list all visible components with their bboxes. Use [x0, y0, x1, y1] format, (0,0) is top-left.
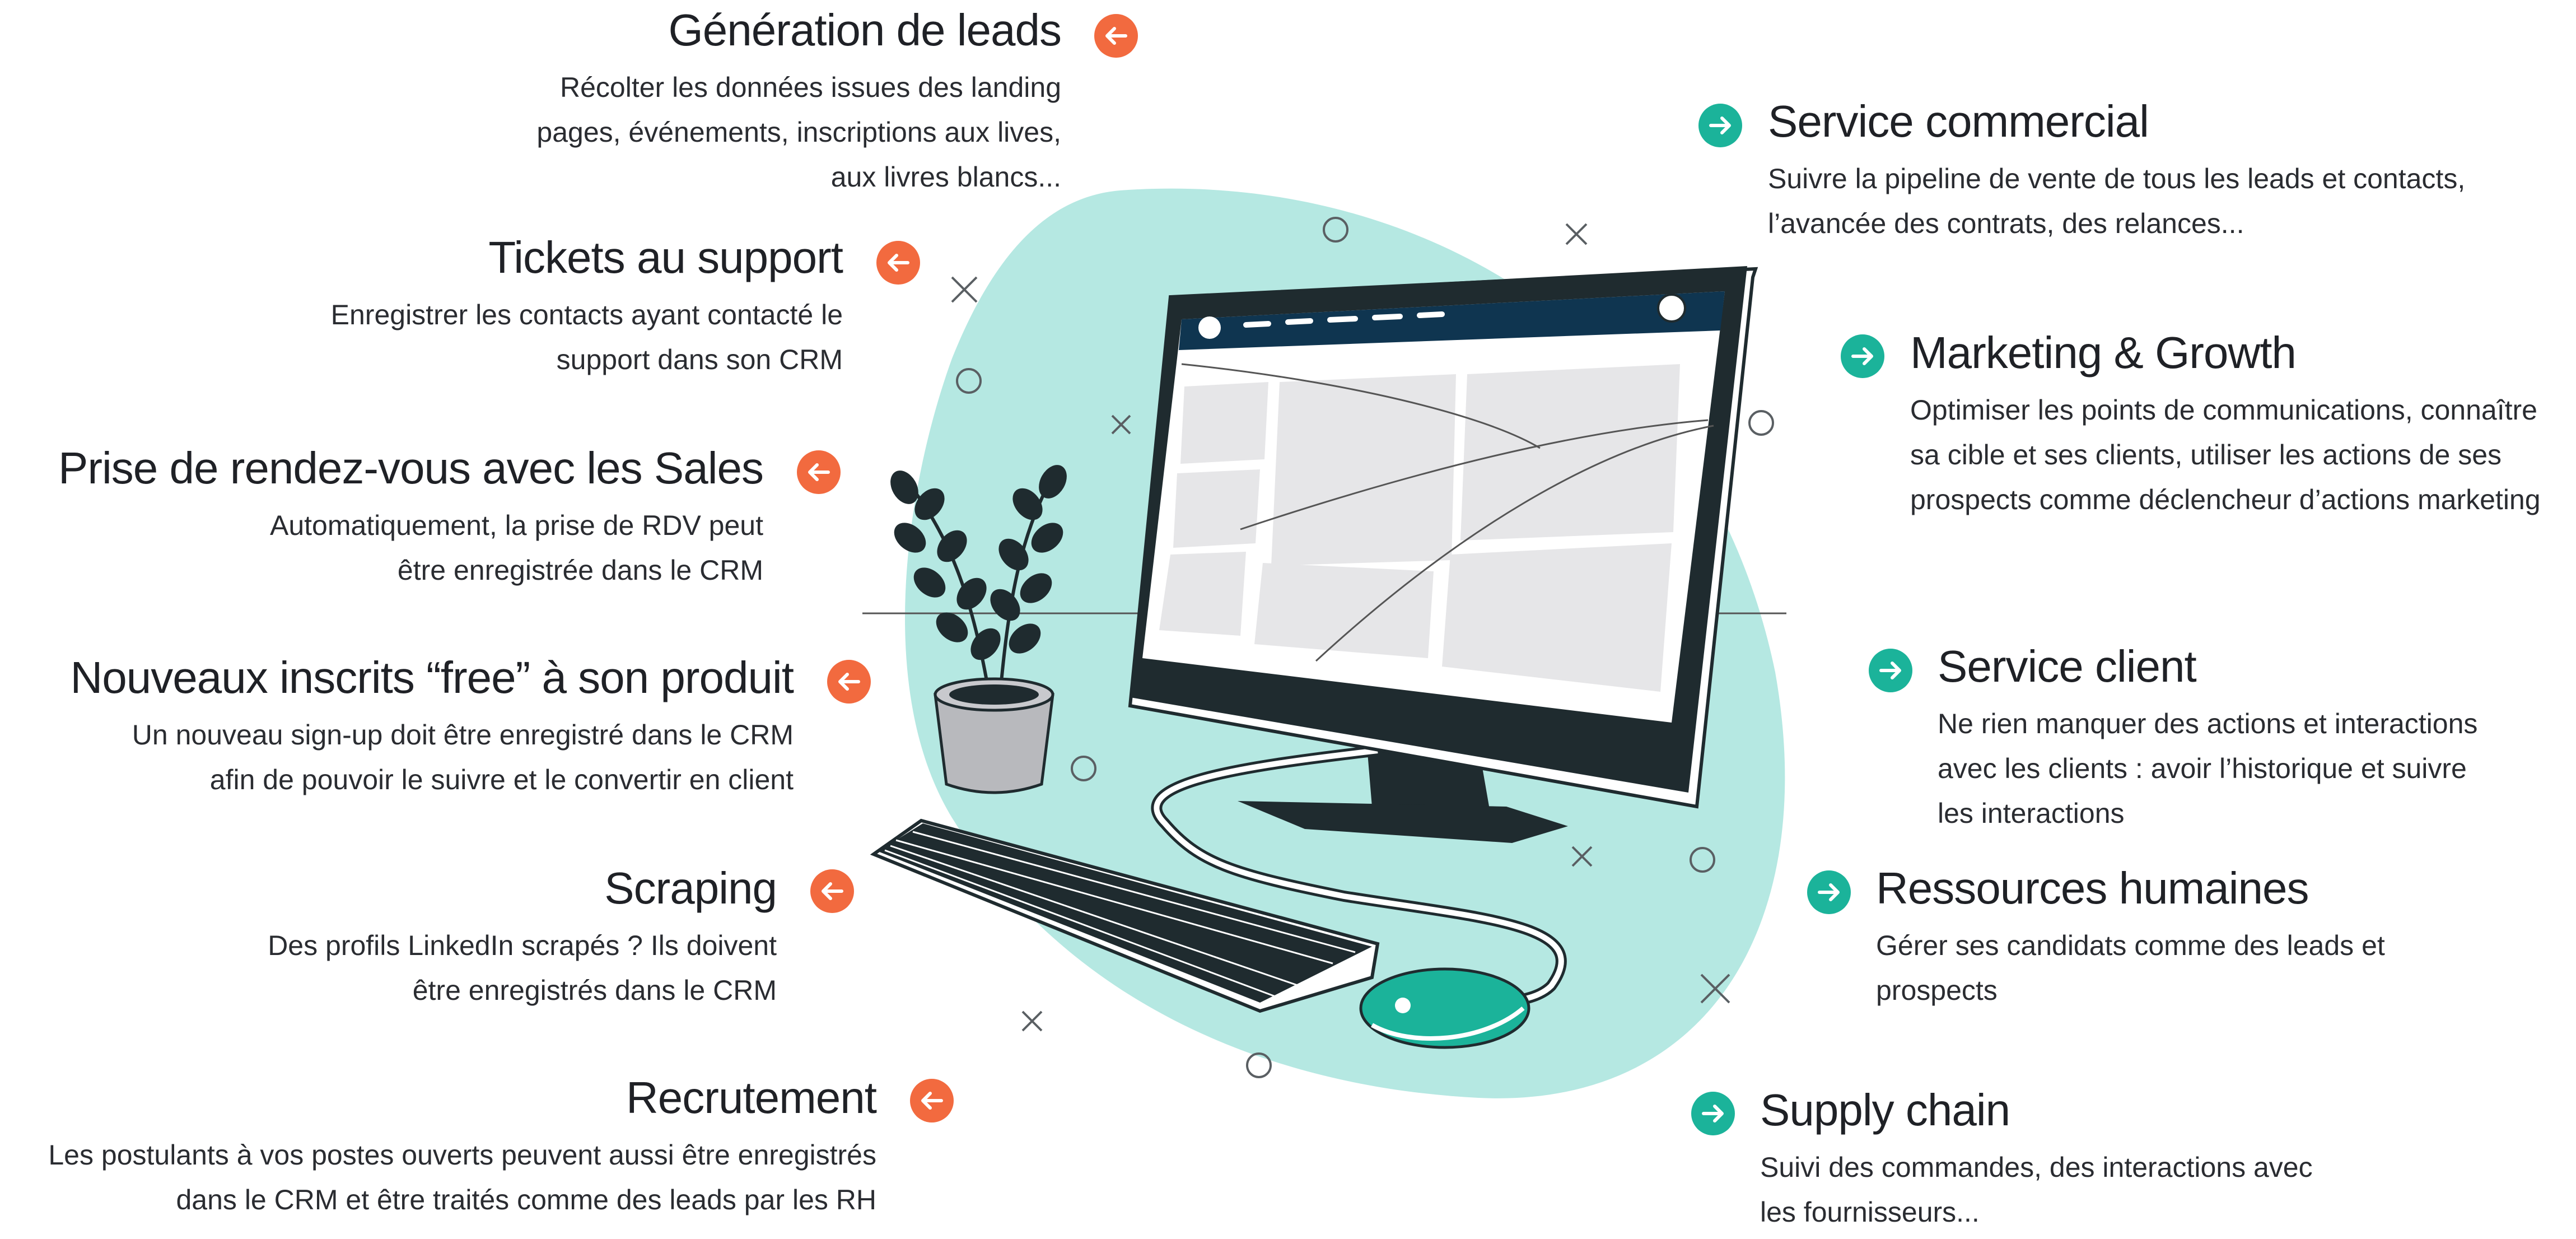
- desc-line: afin de pouvoir le suivre et le converti…: [209, 764, 794, 795]
- arrow-right-icon: [1691, 1092, 1735, 1135]
- desc-line: prospects: [1876, 975, 1998, 1006]
- arrow-left-icon: [797, 450, 841, 494]
- right-item-title: Service client: [1938, 641, 2197, 691]
- desc-line: être enregistrés dans le CRM: [412, 975, 777, 1006]
- right-item-title: Ressources humaines: [1876, 863, 2309, 913]
- keyboard: [870, 818, 1380, 1013]
- desc-line: sa cible et ses clients, utiliser les ac…: [1910, 439, 2502, 471]
- desc-line: dans le CRM et être traités comme des le…: [176, 1184, 877, 1215]
- decor-shapes: [951, 217, 1774, 1078]
- left-item-title: Prise de rendez-vous avec les Sales: [58, 443, 764, 493]
- plant-illustration: [890, 465, 1067, 794]
- left-item-description: Les postulants à vos postes ouverts peuv…: [48, 1133, 876, 1222]
- desc-line: prospects comme déclencheur d’actions ma…: [1910, 484, 2541, 515]
- left-item-title: Génération de leads: [668, 5, 1062, 55]
- right-item-marketing-growth: Marketing & Growth Optimiser les points …: [1910, 329, 2541, 522]
- left-item-description: Un nouveau sign-up doit être enregistré …: [71, 712, 794, 802]
- desc-line: Optimiser les points de communications, …: [1910, 394, 2537, 426]
- arrow-left-icon: [810, 869, 854, 913]
- left-item-scraping: Scraping Des profils LinkedIn scrapés ? …: [268, 865, 777, 1013]
- right-item-service-client: Service client Ne rien manquer des actio…: [1938, 643, 2477, 836]
- arrow-left-icon: [876, 241, 920, 285]
- left-item-nouveaux-inscrits: Nouveaux inscrits “free” à son produit U…: [71, 654, 794, 802]
- desc-line: Les postulants à vos postes ouverts peuv…: [48, 1139, 876, 1171]
- right-item-title: Marketing & Growth: [1910, 328, 2297, 378]
- arrow-right-icon: [1807, 870, 1851, 914]
- left-item-description: Des profils LinkedIn scrapés ? Ils doive…: [268, 923, 777, 1013]
- arrow-right-icon: [1698, 104, 1742, 147]
- right-item-title: Service commercial: [1768, 96, 2149, 146]
- left-item-prise-rdv: Prise de rendez-vous avec les Sales Auto…: [58, 443, 764, 593]
- left-item-tickets-support: Tickets au support Enregistrer les conta…: [331, 234, 843, 382]
- desc-line: Enregistrer les contacts ayant contacté …: [330, 299, 843, 330]
- monitor: [1128, 266, 1758, 809]
- desc-line: Récolter les données issues des landing: [560, 72, 1061, 103]
- desc-line: pages, événements, inscriptions aux live…: [536, 117, 1061, 148]
- left-item-title: Tickets au support: [488, 232, 843, 282]
- right-item-description: Suivre la pipeline de vente de tous les …: [1768, 156, 2465, 246]
- desc-line: Un nouveau sign-up doit être enregistré …: [132, 719, 794, 751]
- right-item-description: Gérer ses candidats comme des leads et p…: [1876, 923, 2385, 1013]
- desc-line: l’avancée des contrats, des relances...: [1768, 208, 2244, 239]
- arrow-left-icon: [1094, 14, 1138, 58]
- plant-pot: [934, 693, 1054, 794]
- right-item-service-commercial: Service commercial Suivre la pipeline de…: [1768, 98, 2465, 246]
- desc-line: support dans son CRM: [556, 344, 843, 375]
- left-item-title: Nouveaux inscrits “free” à son produit: [70, 653, 794, 702]
- desc-line: Suivre la pipeline de vente de tous les …: [1768, 163, 2466, 194]
- left-item-description: Enregistrer les contacts ayant contacté …: [331, 292, 843, 382]
- arrow-left-icon: [910, 1079, 954, 1122]
- mouse: [1359, 967, 1530, 1049]
- right-item-description: Optimiser les points de communications, …: [1910, 388, 2541, 522]
- left-item-generation-leads: Génération de leads Récolter les données…: [536, 5, 1062, 199]
- desc-line: les fournisseurs...: [1760, 1196, 1980, 1228]
- left-item-description: Récolter les données issues des landing …: [536, 65, 1061, 199]
- desc-line: Gérer ses candidats comme des leads et: [1876, 930, 2385, 961]
- screen-header: [1179, 291, 1725, 350]
- desc-line: Ne rien manquer des actions et interacti…: [1938, 708, 2478, 739]
- arrow-right-icon: [1841, 334, 1884, 378]
- left-item-title: Scraping: [604, 863, 777, 913]
- left-item-title: Recrutement: [626, 1073, 877, 1122]
- desc-line: Automatiquement, la prise de RDV peut: [269, 510, 763, 541]
- desc-line: les interactions: [1938, 798, 2125, 829]
- desc-line: avec les clients : avoir l’historique et…: [1938, 753, 2467, 784]
- right-item-supply-chain: Supply chain Suivi des commandes, des in…: [1760, 1087, 2313, 1235]
- arrow-right-icon: [1869, 649, 1912, 692]
- right-item-description: Suivi des commandes, des interactions av…: [1760, 1145, 2313, 1235]
- desc-line: Suivi des commandes, des interactions av…: [1760, 1152, 2313, 1183]
- right-item-title: Supply chain: [1760, 1085, 2010, 1135]
- desc-line: être enregistrée dans le CRM: [397, 555, 763, 586]
- arrow-left-icon: [827, 660, 871, 704]
- left-item-recrutement: Recrutement Les postulants à vos postes …: [48, 1073, 877, 1222]
- right-item-description: Ne rien manquer des actions et interacti…: [1938, 701, 2477, 836]
- left-item-description: Automatiquement, la prise de RDV peut êt…: [58, 503, 763, 593]
- right-item-ressources-humaines: Ressources humaines Gérer ses candidats …: [1876, 865, 2385, 1013]
- desc-line: Des profils LinkedIn scrapés ? Ils doive…: [268, 930, 777, 961]
- desc-line: aux livres blancs...: [830, 161, 1061, 193]
